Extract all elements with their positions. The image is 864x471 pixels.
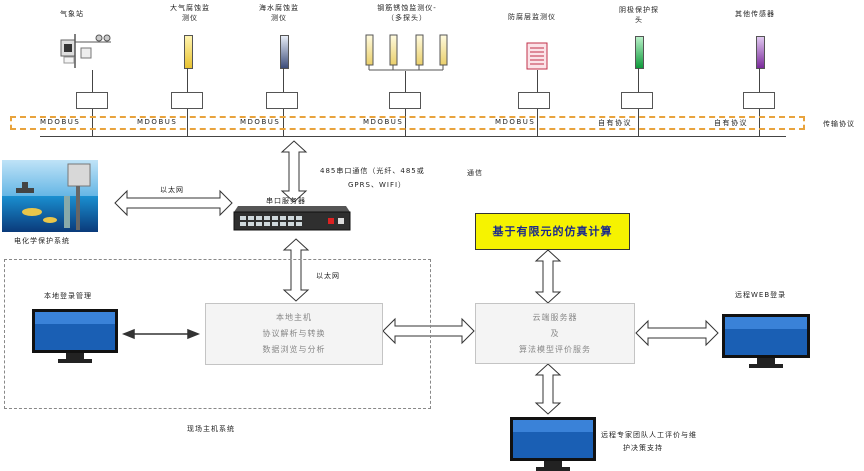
transport-protocol-label: 传输协议: [823, 120, 855, 128]
atmos-corrosion-probe-icon: [184, 35, 193, 69]
double-arrow: [635, 319, 719, 347]
connector: [405, 109, 406, 136]
bus-label: 自有协议: [714, 119, 748, 127]
cloud-server-box: 云端服务器 及 算法模型评价服务: [475, 303, 635, 364]
bus-label: MDOBUS: [40, 118, 81, 126]
site-system-label: 现场主机系统: [187, 425, 235, 433]
site-host-system-frame: [4, 259, 431, 409]
connector: [92, 70, 93, 92]
atmos-corrosion-label: 大气腐蚀监测仪: [170, 4, 210, 22]
double-arrow: [382, 317, 475, 345]
bus-label: MDOBUS: [495, 118, 536, 126]
connector: [187, 68, 188, 92]
rebar-adapter-box: [389, 92, 421, 109]
connector: [92, 109, 93, 136]
bus-label: 自有协议: [598, 119, 632, 127]
bus-label: MDOBUS: [363, 118, 404, 126]
rebar-corrosion-label: 钢筋锈蚀监测仪-（多探头）: [377, 4, 437, 22]
connector: [283, 109, 284, 136]
bus-label: MDOBUS: [137, 118, 178, 126]
atmos-adapter-box: [171, 92, 203, 109]
local-host-box: 本地主机 协议解析与转换 数据浏览与分析: [205, 303, 383, 365]
ethernet-label: 以太网: [316, 272, 340, 280]
cathodic-probe-icon: [635, 36, 644, 69]
expert-team-label: 远程专家团队人工评价与维 护决策支持: [601, 431, 697, 452]
cathodic-protection-system-image: [2, 160, 98, 232]
comm-label: 通信: [467, 169, 483, 177]
coating-adapter-box: [518, 92, 550, 109]
fem-simulation-box: 基于有限元的仿真计算: [475, 213, 630, 250]
coating-monitor-label: 防腐层监测仪: [508, 13, 556, 21]
other-sensors-label: 其他传感器: [735, 10, 775, 18]
cathodic-adapter-box: [621, 92, 653, 109]
rebar-multi-probe-icon: [365, 34, 448, 71]
double-arrow: [282, 238, 310, 302]
double-arrow: [534, 363, 562, 415]
remote-web-label: 远程WEB登录: [735, 291, 787, 299]
double-arrow: [534, 249, 562, 304]
expert-monitor-icon: [510, 417, 596, 471]
remote-web-monitor-icon: [722, 314, 810, 368]
other-sensor-probe-icon: [756, 36, 765, 69]
ethernet-label: 以太网: [160, 186, 184, 194]
seawater-corrosion-probe-icon: [280, 35, 289, 69]
serial-server-label: 串口服务器: [266, 197, 306, 205]
cathodic-probe-label: 阴极保护探头: [619, 6, 659, 24]
connector: [759, 68, 760, 92]
connector: [638, 109, 639, 136]
other-adapter-box: [743, 92, 775, 109]
bus-line: [40, 136, 786, 137]
local-monitor-icon: [32, 309, 118, 363]
serial-comm-label: 485串口通信（光纤、485或 GPRS、WIFI）: [320, 167, 425, 189]
weather-station-label: 气象站: [60, 10, 84, 18]
local-login-label: 本地登录管理: [44, 292, 92, 300]
double-arrow: [114, 189, 233, 217]
double-arrow: [280, 140, 308, 203]
connector: [537, 109, 538, 136]
seawater-corrosion-label: 海水腐蚀监测仪: [259, 4, 299, 22]
connector: [638, 68, 639, 92]
connector: [283, 68, 284, 92]
connector: [187, 109, 188, 136]
coating-monitor-icon: [526, 42, 548, 70]
connector: [537, 70, 538, 92]
connector: [759, 109, 760, 136]
weather-station-adapter-box: [76, 92, 108, 109]
bus-label: MDOBUS: [240, 118, 281, 126]
seawater-adapter-box: [266, 92, 298, 109]
connector: [405, 71, 406, 92]
protocol-bus-frame: [10, 116, 805, 130]
weather-station-icon: [60, 34, 111, 68]
cathodic-system-label: 电化学保护系统: [14, 237, 70, 245]
serial-server-device: [233, 206, 351, 231]
